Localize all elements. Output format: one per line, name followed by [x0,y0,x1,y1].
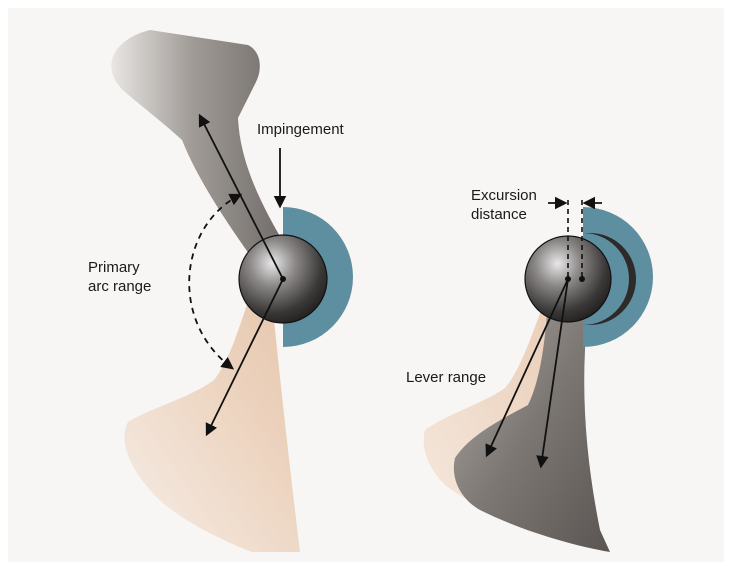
lever-range-label: Lever range [406,368,486,387]
primary-arc-range-label: Primary arc range [88,258,151,296]
impingement-label: Impingement [257,120,344,139]
left-stem-faded [124,290,300,552]
excursion-distance-label: Excursion distance [471,186,537,224]
